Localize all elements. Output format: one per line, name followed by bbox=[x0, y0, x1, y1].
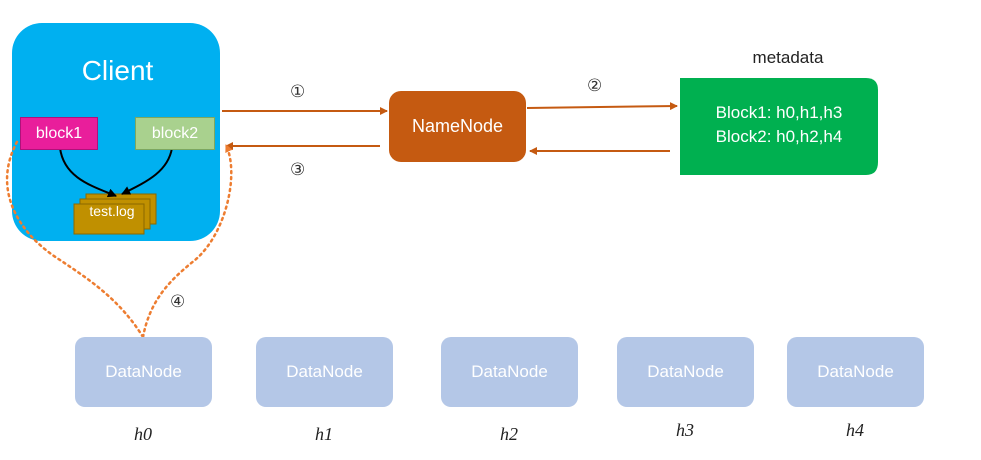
metadata-content: Block1: h0,h1,h3 Block2: h0,h2,h4 bbox=[680, 101, 878, 149]
host-label-h4: h4 bbox=[846, 420, 864, 440]
metadata-title: metadata bbox=[752, 48, 824, 67]
datanode-h2: DataNode bbox=[441, 337, 578, 407]
namenode-box: NameNode bbox=[389, 91, 526, 162]
host-label-h3: h3 bbox=[676, 420, 694, 440]
block1-box: block1 bbox=[20, 117, 98, 150]
datanode-to-client-dotted-left bbox=[5, 138, 145, 339]
test-log-label: test.log bbox=[89, 203, 135, 219]
namenode-to-metadata-arrow bbox=[526, 102, 678, 111]
datanode-to-client-dotted-right bbox=[141, 143, 233, 339]
host-label-h1: h1 bbox=[315, 424, 333, 444]
datanode-h3: DataNode bbox=[617, 337, 754, 407]
step-1-label: ① bbox=[290, 82, 306, 101]
client-title: Client bbox=[81, 55, 154, 86]
metadata-line-block1: Block1: h0,h1,h3 bbox=[715, 103, 843, 122]
block2-box: block2 bbox=[135, 117, 215, 150]
metadata-shape bbox=[680, 78, 878, 175]
datanode-h1: DataNode bbox=[256, 337, 393, 407]
block1-to-file-arrow bbox=[59, 147, 117, 198]
step-3-label: ③ bbox=[290, 160, 306, 179]
step-2-label: ② bbox=[587, 76, 603, 95]
test-log-file-icon bbox=[73, 193, 157, 235]
host-label-h2: h2 bbox=[500, 424, 518, 444]
step-4-label: ④ bbox=[170, 292, 186, 311]
block2-to-file-arrow bbox=[121, 147, 173, 195]
datanode-h0: DataNode bbox=[75, 337, 212, 407]
datanode-h4: DataNode bbox=[787, 337, 924, 407]
host-label-h0: h0 bbox=[134, 424, 152, 444]
metadata-line-block2: Block2: h0,h2,h4 bbox=[715, 127, 843, 146]
